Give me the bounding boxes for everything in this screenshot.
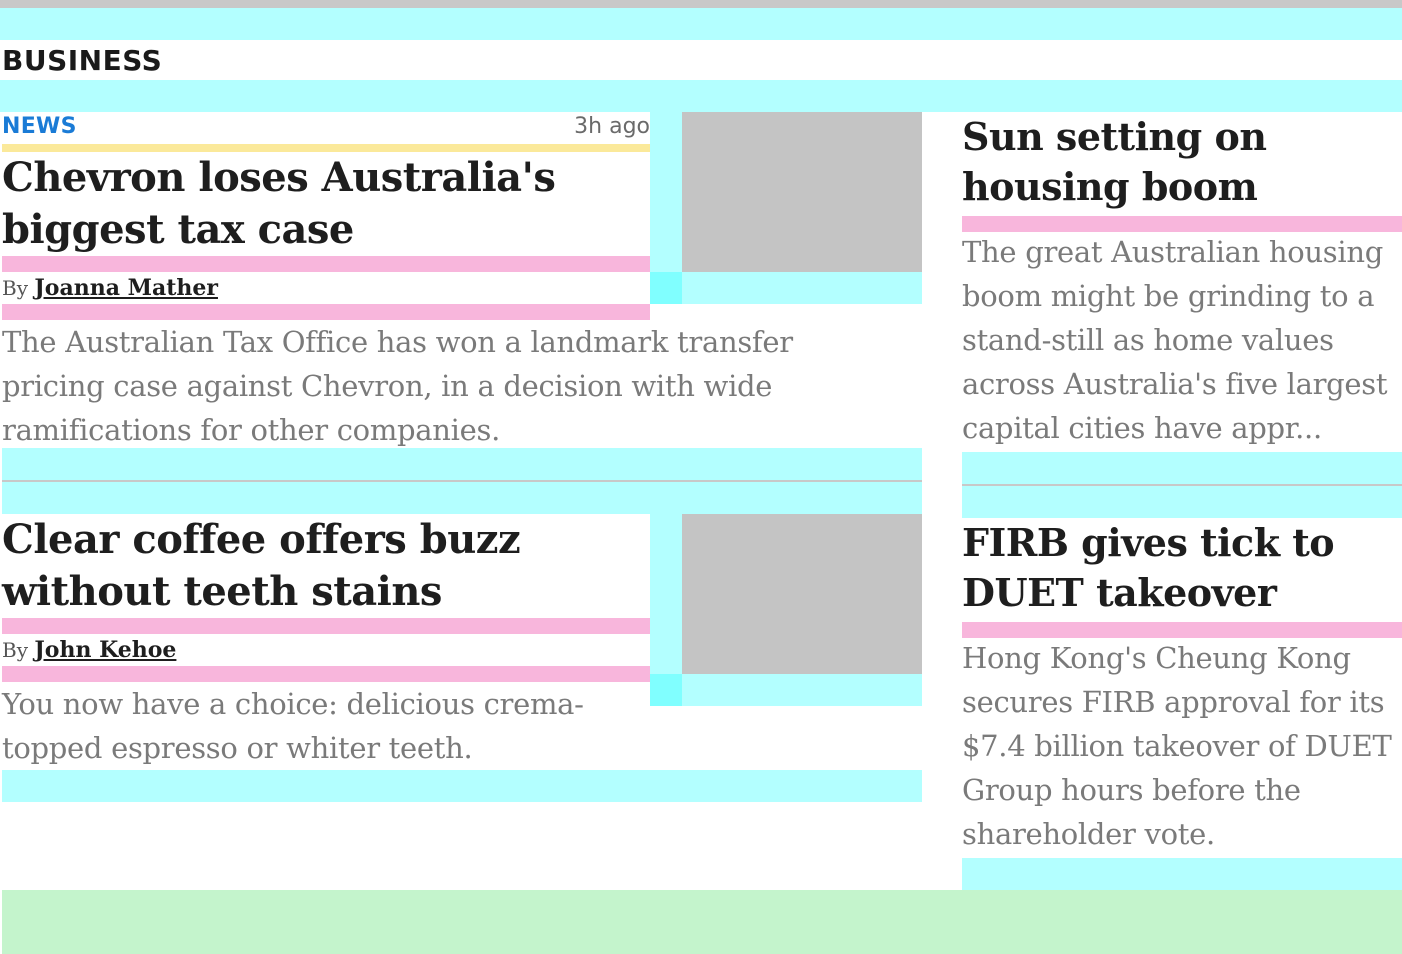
- spacer: [682, 674, 922, 706]
- spacer: [650, 112, 682, 272]
- byline-prefix: By: [2, 276, 28, 300]
- section-title[interactable]: BUSINESS: [2, 44, 163, 77]
- story-timestamp: 3h ago: [574, 114, 650, 139]
- story-kicker[interactable]: NEWS: [2, 114, 77, 139]
- spacer: [682, 272, 922, 304]
- story-image[interactable]: [682, 112, 922, 272]
- spacer: [2, 304, 650, 320]
- story-summary: The great Australian housing boom might …: [962, 235, 1388, 445]
- spacer: [2, 770, 922, 802]
- story-summary: Hong Kong's Cheung Kong secures FIRB app…: [962, 641, 1392, 851]
- spacer: [0, 8, 1402, 40]
- spacer: [962, 858, 1402, 890]
- spacer: [0, 80, 1402, 112]
- story-summary: The Australian Tax Office has won a land…: [2, 320, 922, 447]
- spacer: [650, 272, 682, 304]
- spacer: [2, 256, 650, 272]
- spacer: [2, 448, 922, 480]
- story-summary: You now have a choice: delicious crema-t…: [2, 687, 584, 765]
- story-headline[interactable]: Sun setting on housing boom: [962, 114, 1267, 209]
- footer-band: [2, 890, 1402, 954]
- story-headline[interactable]: FIRB gives tick to DUET takeover: [962, 520, 1335, 615]
- spacer: [2, 666, 650, 682]
- story-divider: [2, 480, 922, 482]
- byline-prefix: By: [2, 638, 28, 662]
- spacer: [962, 486, 1402, 518]
- author-link[interactable]: John Kehoe: [34, 637, 177, 663]
- spacer: [650, 674, 682, 706]
- story-byline: By John Kehoe: [2, 634, 176, 666]
- spacer: [962, 216, 1402, 232]
- top-divider: [0, 0, 1402, 8]
- spacer: [2, 482, 922, 514]
- spacer: [962, 452, 1402, 484]
- story-divider: [962, 484, 1402, 486]
- story-image[interactable]: [682, 514, 922, 674]
- story-headline[interactable]: Chevron loses Australia's biggest tax ca…: [2, 154, 556, 253]
- story-summary-text: The Australian Tax Office has won a land…: [2, 325, 793, 447]
- spacer: [2, 618, 650, 634]
- spacer: [962, 622, 1402, 638]
- story-headline[interactable]: Clear coffee offers buzz without teeth s…: [2, 516, 521, 615]
- spacer: [650, 514, 682, 674]
- author-link[interactable]: Joanna Mather: [34, 275, 218, 301]
- story-byline: By Joanna Mather: [2, 272, 218, 304]
- spacer: [2, 144, 650, 152]
